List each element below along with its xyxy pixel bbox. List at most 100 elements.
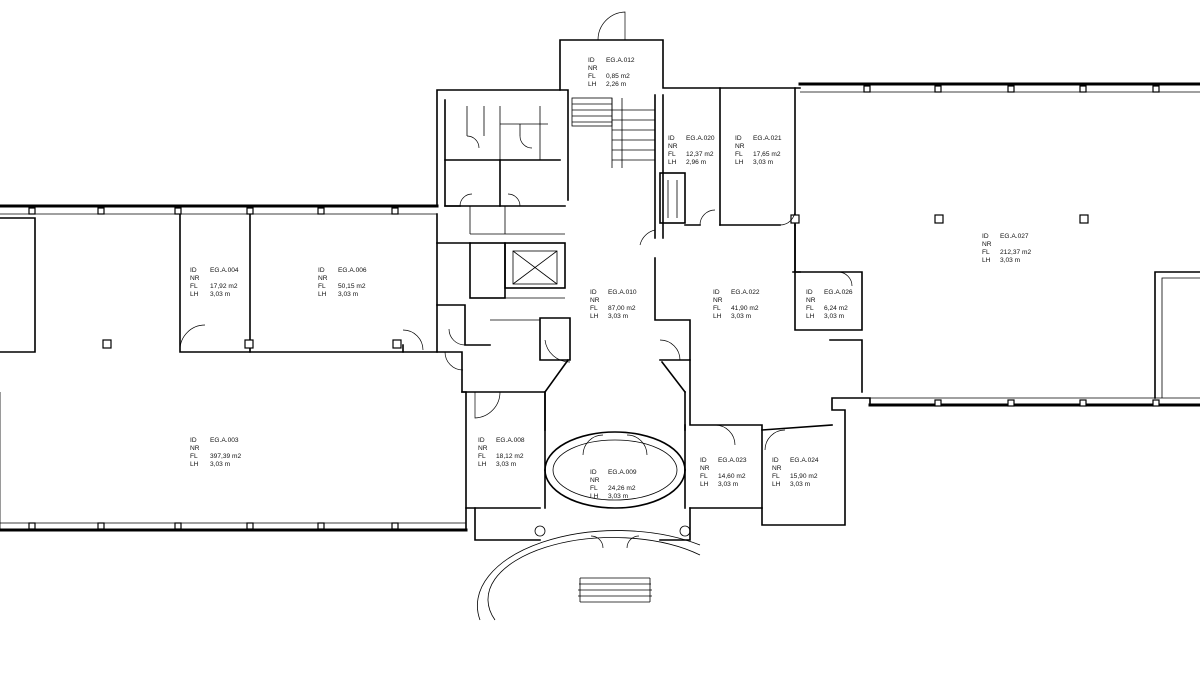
west-wing-walls bbox=[0, 213, 467, 530]
svg-text:LH: LH bbox=[190, 291, 199, 298]
svg-text:EG.A.009: EG.A.009 bbox=[608, 469, 637, 476]
svg-text:2,26 m: 2,26 m bbox=[606, 81, 627, 88]
svg-text:NR: NR bbox=[982, 241, 992, 248]
svg-text:FL: FL bbox=[478, 453, 486, 460]
svg-text:ID: ID bbox=[806, 289, 813, 296]
svg-text:FL: FL bbox=[700, 473, 708, 480]
room-label-r024: ID EG.A.024 NR FL 15,90 m2 LH 3,03 m bbox=[772, 457, 819, 488]
svg-text:EG.A.003: EG.A.003 bbox=[210, 437, 239, 444]
svg-text:3,03 m: 3,03 m bbox=[210, 461, 231, 468]
svg-text:3,03 m: 3,03 m bbox=[210, 291, 231, 298]
svg-text:FL: FL bbox=[590, 305, 598, 312]
room-label-r021: ID EG.A.021 NR FL 17,65 m2 LH 3,03 m bbox=[735, 135, 782, 166]
svg-text:EG.A.024: EG.A.024 bbox=[790, 457, 819, 464]
svg-text:3,03 m: 3,03 m bbox=[790, 481, 811, 488]
svg-text:0,85 m2: 0,85 m2 bbox=[606, 73, 630, 80]
svg-text:24,26 m2: 24,26 m2 bbox=[608, 485, 636, 492]
svg-text:FL: FL bbox=[713, 305, 721, 312]
svg-text:EG.A.022: EG.A.022 bbox=[731, 289, 760, 296]
svg-text:212,37 m2: 212,37 m2 bbox=[1000, 249, 1031, 256]
svg-text:NR: NR bbox=[806, 297, 816, 304]
room-labels: ID EG.A.004 NR FL 17,92 m2 LH 3,03 m ID … bbox=[190, 57, 1031, 500]
svg-text:NR: NR bbox=[588, 65, 598, 72]
svg-text:3,03 m: 3,03 m bbox=[824, 313, 845, 320]
svg-text:ID: ID bbox=[478, 437, 485, 444]
svg-text:3,03 m: 3,03 m bbox=[496, 461, 517, 468]
svg-text:6,24 m2: 6,24 m2 bbox=[824, 305, 848, 312]
room-label-r027: ID EG.A.027 NR FL 212,37 m2 LH 3,03 m bbox=[982, 233, 1031, 264]
svg-text:50,15 m2: 50,15 m2 bbox=[338, 283, 366, 290]
svg-text:LH: LH bbox=[668, 159, 677, 166]
svg-text:2,96 m: 2,96 m bbox=[686, 159, 707, 166]
svg-text:LH: LH bbox=[478, 461, 487, 468]
svg-text:EG.A.027: EG.A.027 bbox=[1000, 233, 1029, 240]
room-label-r012: ID EG.A.012 NR FL 0,85 m2 LH 2,26 m bbox=[588, 57, 635, 88]
svg-text:3,03 m: 3,03 m bbox=[753, 159, 774, 166]
svg-text:LH: LH bbox=[318, 291, 327, 298]
svg-text:ID: ID bbox=[713, 289, 720, 296]
svg-text:ID: ID bbox=[668, 135, 675, 142]
svg-text:ID: ID bbox=[588, 57, 595, 64]
svg-text:3,03 m: 3,03 m bbox=[1000, 257, 1021, 264]
room-label-r022: ID EG.A.022 NR FL 41,90 m2 LH 3,03 m bbox=[713, 289, 760, 320]
svg-text:EG.A.023: EG.A.023 bbox=[718, 457, 747, 464]
svg-text:LH: LH bbox=[590, 493, 599, 500]
svg-text:3,03 m: 3,03 m bbox=[608, 313, 629, 320]
svg-text:FL: FL bbox=[772, 473, 780, 480]
svg-text:ID: ID bbox=[590, 289, 597, 296]
svg-text:NR: NR bbox=[318, 275, 328, 282]
svg-text:NR: NR bbox=[190, 445, 200, 452]
svg-text:LH: LH bbox=[806, 313, 815, 320]
svg-text:FL: FL bbox=[588, 73, 596, 80]
svg-text:ID: ID bbox=[190, 267, 197, 274]
door-swings bbox=[179, 11, 853, 549]
svg-text:EG.A.010: EG.A.010 bbox=[608, 289, 637, 296]
svg-text:EG.A.021: EG.A.021 bbox=[753, 135, 782, 142]
svg-text:3,03 m: 3,03 m bbox=[731, 313, 752, 320]
svg-text:LH: LH bbox=[190, 461, 199, 468]
svg-text:3,03 m: 3,03 m bbox=[718, 481, 739, 488]
svg-text:NR: NR bbox=[590, 297, 600, 304]
svg-text:FL: FL bbox=[982, 249, 990, 256]
svg-text:3,03 m: 3,03 m bbox=[608, 493, 629, 500]
svg-text:LH: LH bbox=[982, 257, 991, 264]
svg-text:3,03 m: 3,03 m bbox=[338, 291, 359, 298]
svg-text:NR: NR bbox=[478, 445, 488, 452]
svg-text:FL: FL bbox=[735, 151, 743, 158]
svg-text:EG.A.012: EG.A.012 bbox=[606, 57, 635, 64]
svg-text:LH: LH bbox=[588, 81, 597, 88]
svg-text:FL: FL bbox=[190, 283, 198, 290]
room-label-r003: ID EG.A.003 NR FL 397,39 m2 LH 3,03 m bbox=[190, 437, 241, 468]
stair-treads bbox=[572, 98, 655, 168]
svg-text:EG.A.020: EG.A.020 bbox=[686, 135, 715, 142]
svg-text:ID: ID bbox=[772, 457, 779, 464]
svg-text:EG.A.026: EG.A.026 bbox=[824, 289, 853, 296]
room-label-r008: ID EG.A.008 NR FL 18,12 m2 LH 3,03 m bbox=[478, 437, 525, 468]
svg-text:ID: ID bbox=[190, 437, 197, 444]
svg-text:LH: LH bbox=[713, 313, 722, 320]
svg-text:NR: NR bbox=[590, 477, 600, 484]
svg-text:41,90 m2: 41,90 m2 bbox=[731, 305, 759, 312]
svg-text:LH: LH bbox=[772, 481, 781, 488]
svg-text:12,37 m2: 12,37 m2 bbox=[686, 151, 714, 158]
svg-text:NR: NR bbox=[700, 465, 710, 472]
svg-text:EG.A.006: EG.A.006 bbox=[338, 267, 367, 274]
svg-text:FL: FL bbox=[318, 283, 326, 290]
svg-text:ID: ID bbox=[590, 469, 597, 476]
svg-text:NR: NR bbox=[713, 297, 723, 304]
svg-text:397,39 m2: 397,39 m2 bbox=[210, 453, 241, 460]
columns bbox=[28, 85, 1160, 530]
svg-text:87,00 m2: 87,00 m2 bbox=[608, 305, 636, 312]
room-label-r010: ID EG.A.010 NR FL 87,00 m2 LH 3,03 m bbox=[590, 289, 637, 320]
svg-text:FL: FL bbox=[668, 151, 676, 158]
svg-text:EG.A.004: EG.A.004 bbox=[210, 267, 239, 274]
svg-text:14,60 m2: 14,60 m2 bbox=[718, 473, 746, 480]
entrance-steps bbox=[476, 530, 701, 621]
svg-text:15,90 m2: 15,90 m2 bbox=[790, 473, 818, 480]
room-label-r009: ID EG.A.009 NR FL 24,26 m2 LH 3,03 m bbox=[590, 469, 637, 500]
svg-text:FL: FL bbox=[190, 453, 198, 460]
svg-text:ID: ID bbox=[318, 267, 325, 274]
svg-text:17,65 m2: 17,65 m2 bbox=[753, 151, 781, 158]
room-label-r023: ID EG.A.023 NR FL 14,60 m2 LH 3,03 m bbox=[700, 457, 747, 488]
